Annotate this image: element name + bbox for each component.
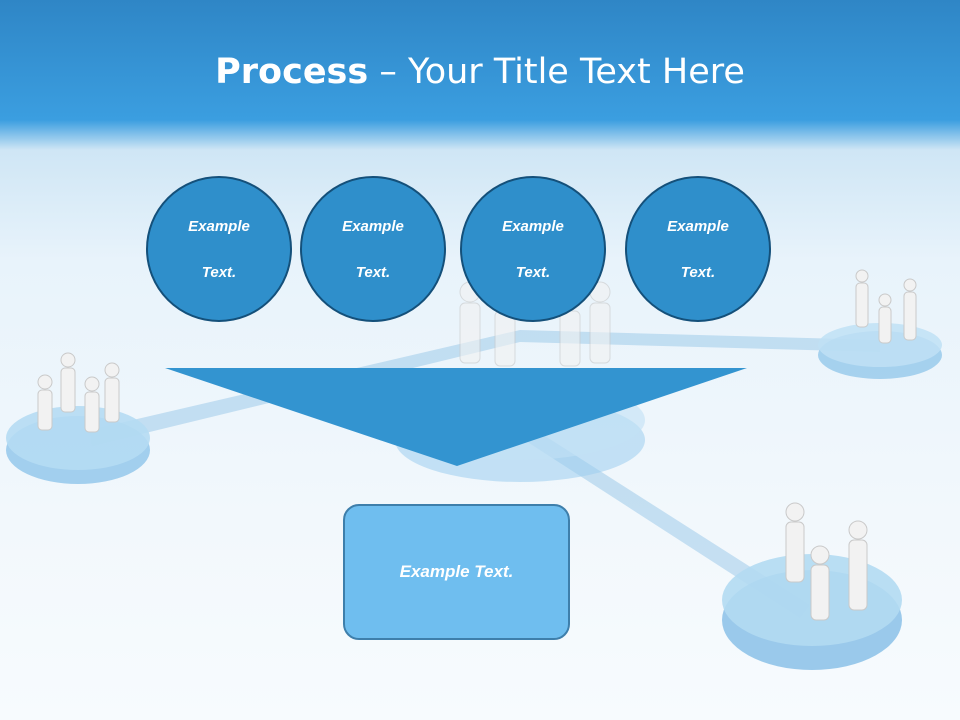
title-dash: – <box>368 52 408 92</box>
circle-1-line-1: Example <box>188 217 250 235</box>
title-bold: Process <box>215 52 369 92</box>
people-group-bottom-right <box>785 502 868 621</box>
title-rest: Your Title Text Here <box>407 52 745 92</box>
circle-2-line-2: Text. <box>355 263 391 281</box>
platform-left <box>6 406 150 484</box>
circle-3-line-1: Example <box>502 217 564 235</box>
circle-4-line-2: Text. <box>680 263 716 281</box>
circle-1-line-2: Text. <box>201 263 237 281</box>
circle-4-line-1: Example <box>667 217 729 235</box>
result-text: Example Text. <box>399 562 514 581</box>
people-group-right <box>855 269 917 344</box>
slide-title: Process – Your Title Text Here <box>0 52 960 92</box>
result-box: Example Text. <box>343 504 570 640</box>
funnel-arrow <box>165 368 747 466</box>
circle-2-line-1: Example <box>342 217 404 235</box>
circle-3-line-2: Text. <box>515 263 551 281</box>
people-group-left <box>37 352 120 433</box>
